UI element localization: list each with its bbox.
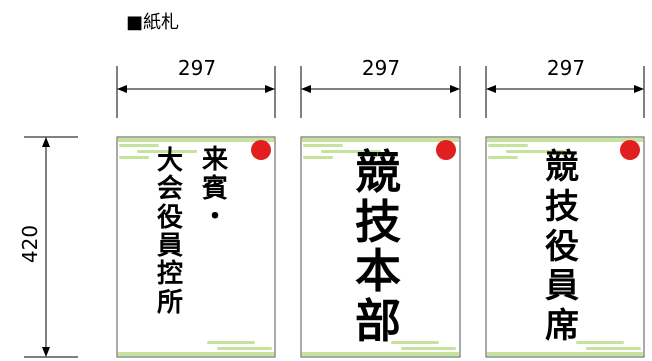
- arrowhead: [486, 85, 496, 93]
- guest-card-text-column-2: 大会役員控所: [154, 147, 186, 317]
- arrowhead: [42, 137, 50, 147]
- card-char: 賓: [201, 173, 228, 204]
- card-char: 席: [545, 306, 579, 347]
- card-char: 員: [545, 266, 579, 307]
- bottom-stripe: [118, 352, 274, 356]
- card-border: [485, 136, 645, 358]
- red-dot: [620, 140, 640, 160]
- card-char: 役: [156, 202, 183, 233]
- card-char: 本: [355, 244, 401, 299]
- cloud-line: [586, 347, 641, 350]
- red-dot: [251, 140, 271, 160]
- arrowhead: [117, 85, 127, 93]
- cloud-line: [488, 144, 528, 147]
- card-char: 大: [156, 146, 183, 176]
- cloud-line: [303, 156, 333, 159]
- cloud-line: [217, 347, 272, 350]
- arrowhead: [634, 85, 644, 93]
- card-char: 所: [156, 287, 183, 318]
- width-label-2: 297: [361, 56, 401, 80]
- card-border: [116, 136, 276, 358]
- cloud-line: [119, 144, 159, 147]
- cloud-line: [506, 150, 566, 153]
- section-title: ■紙札: [126, 12, 180, 33]
- cloud-line: [303, 144, 343, 147]
- guest-card-text-column-1: 来賓・: [199, 146, 231, 232]
- cloud-line: [119, 156, 149, 159]
- bottom-stripe: [302, 352, 459, 356]
- card-char: 役: [545, 226, 579, 267]
- officials-card: [485, 136, 645, 358]
- arrowhead: [42, 347, 50, 357]
- headquarters-card-text: 競技本部: [350, 145, 406, 349]
- top-stripe: [302, 138, 459, 142]
- bottom-stripe: [487, 352, 643, 356]
- card-border: [300, 136, 461, 358]
- cloud-line: [137, 150, 197, 153]
- cloud-line: [391, 341, 439, 344]
- card-char: 競: [545, 147, 579, 187]
- card-char: 技: [355, 194, 401, 249]
- cloud-line: [321, 150, 381, 153]
- card-char: 員: [156, 230, 183, 261]
- cloud-line: [207, 341, 255, 344]
- top-stripe: [118, 138, 274, 142]
- cloud-line: [401, 347, 456, 350]
- red-dot: [436, 140, 456, 160]
- width-label-3: 297: [546, 56, 586, 80]
- headquarters-card: [300, 136, 461, 358]
- width-label-1: 297: [177, 56, 217, 80]
- card-char: 会: [156, 174, 183, 205]
- top-stripe: [487, 138, 643, 142]
- cloud-line: [488, 156, 518, 159]
- card-char: 競: [355, 145, 401, 199]
- card-char: 技: [545, 186, 579, 227]
- arrowhead: [450, 85, 460, 93]
- cloud-line: [576, 341, 624, 344]
- card-char: 来: [201, 145, 228, 175]
- card-char: 部: [355, 294, 401, 349]
- card-char: 控: [156, 259, 183, 290]
- guest-card: [116, 136, 276, 358]
- arrowhead: [301, 85, 311, 93]
- officials-card-text: 競技役員席: [542, 147, 582, 347]
- arrowhead: [265, 85, 275, 93]
- card-char: ・: [201, 202, 228, 233]
